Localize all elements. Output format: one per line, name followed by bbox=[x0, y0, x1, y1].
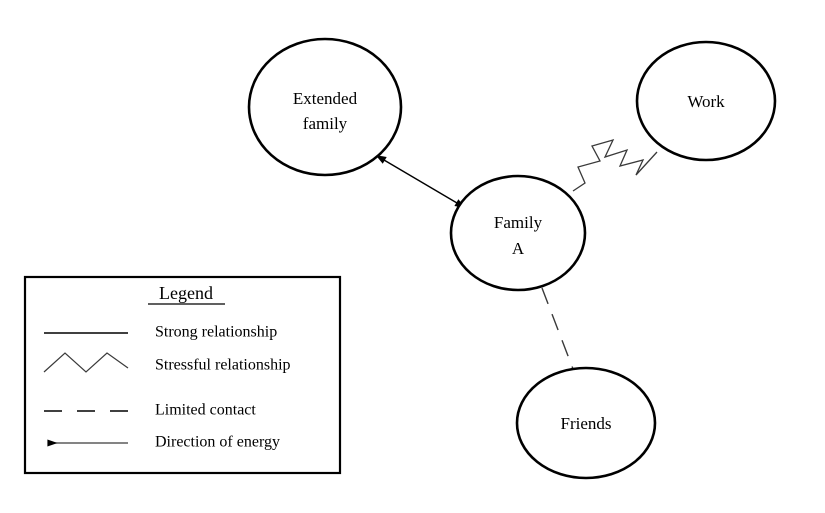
node-extended-family[interactable]: Extended family bbox=[247, 37, 403, 177]
legend-item-limited-contact: Limited contact bbox=[44, 402, 256, 419]
legend-item-direction-of-energy: Direction of energy bbox=[47, 434, 280, 451]
node-family-a-label-line2: A bbox=[512, 239, 525, 258]
legend-title: Legend bbox=[159, 283, 213, 303]
link-family-a-to-work bbox=[572, 138, 658, 192]
node-friends-shape[interactable] bbox=[515, 366, 657, 480]
node-friends[interactable]: Friends bbox=[515, 366, 657, 480]
legend-item-stressful-relationship: Stressful relationship bbox=[43, 352, 291, 374]
node-extended-family-shape[interactable] bbox=[247, 37, 403, 177]
node-friends-label-line1: Friends bbox=[561, 414, 612, 433]
legend-item-label: Strong relationship bbox=[155, 324, 277, 341]
node-family-a[interactable]: Family A bbox=[449, 174, 587, 292]
node-family-a-shape[interactable] bbox=[449, 174, 587, 292]
node-extended-family-label-line1: Extended bbox=[293, 89, 358, 108]
node-work[interactable]: Work bbox=[635, 40, 777, 162]
legend-item-label: Limited contact bbox=[155, 402, 256, 419]
zigzag-line-icon bbox=[43, 352, 129, 373]
link-family-a-to-extended-family bbox=[375, 155, 466, 209]
node-extended-family-label-line2: family bbox=[303, 114, 348, 133]
link-family-a-to-friends bbox=[541, 287, 574, 370]
node-family-a-label-line1: Family bbox=[494, 213, 543, 232]
legend-item-label: Stressful relationship bbox=[155, 357, 291, 374]
node-work-shape[interactable] bbox=[635, 40, 777, 162]
node-work-label-line1: Work bbox=[687, 92, 725, 111]
legend-item-label: Direction of energy bbox=[155, 434, 280, 451]
legend-box bbox=[23, 275, 342, 475]
legend-item-strong-relationship: Strong relationship bbox=[44, 324, 277, 341]
legend: Legend Strong relationship Stressful rel… bbox=[23, 275, 342, 475]
